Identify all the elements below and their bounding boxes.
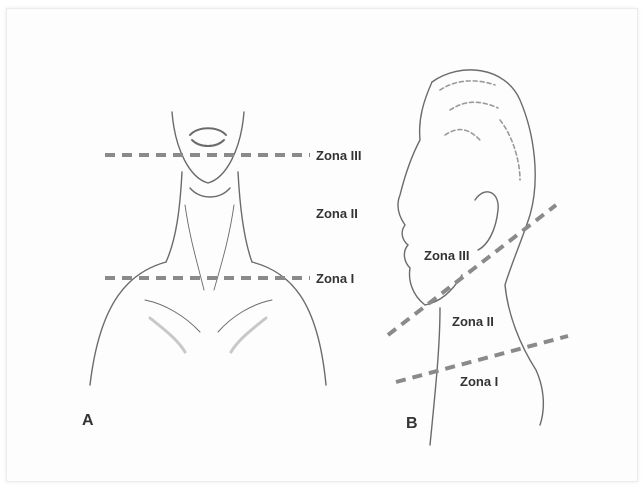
panel-a-zone-ii-label: Zona II (316, 206, 358, 221)
panel-a-clavicle-left (145, 300, 200, 332)
panel-a-chest-right (231, 318, 266, 352)
panel-a-chest-left (150, 318, 185, 352)
panel-a-lips (190, 128, 226, 146)
panel-a-chin (172, 112, 244, 183)
panel-b-face-profile (398, 82, 432, 305)
panel-a-figure (90, 112, 326, 385)
panel-a-zone-i-label: Zona I (316, 271, 354, 286)
panel-b-neck-front (430, 308, 440, 445)
panel-a-clavicle-right (218, 300, 272, 332)
panel-a-jaw (190, 188, 230, 197)
panel-a-neck-left (166, 172, 182, 262)
panel-b-label: B (406, 415, 418, 432)
panel-b-hair (440, 81, 520, 180)
panel-a-label: A (82, 412, 94, 429)
panel-b-zone-iii-label: Zona III (424, 248, 470, 263)
panel-a-neck-right (238, 172, 252, 262)
panel-a-shoulder-right (252, 262, 326, 385)
panel-b-zone-ii-label: Zona II (452, 314, 494, 329)
panel-b-zone-i-label: Zona I (460, 374, 498, 389)
panel-a-zone-lines (105, 155, 310, 278)
panel-b-ear (475, 192, 498, 250)
panel-a-zone-iii-label: Zona III (316, 148, 362, 163)
